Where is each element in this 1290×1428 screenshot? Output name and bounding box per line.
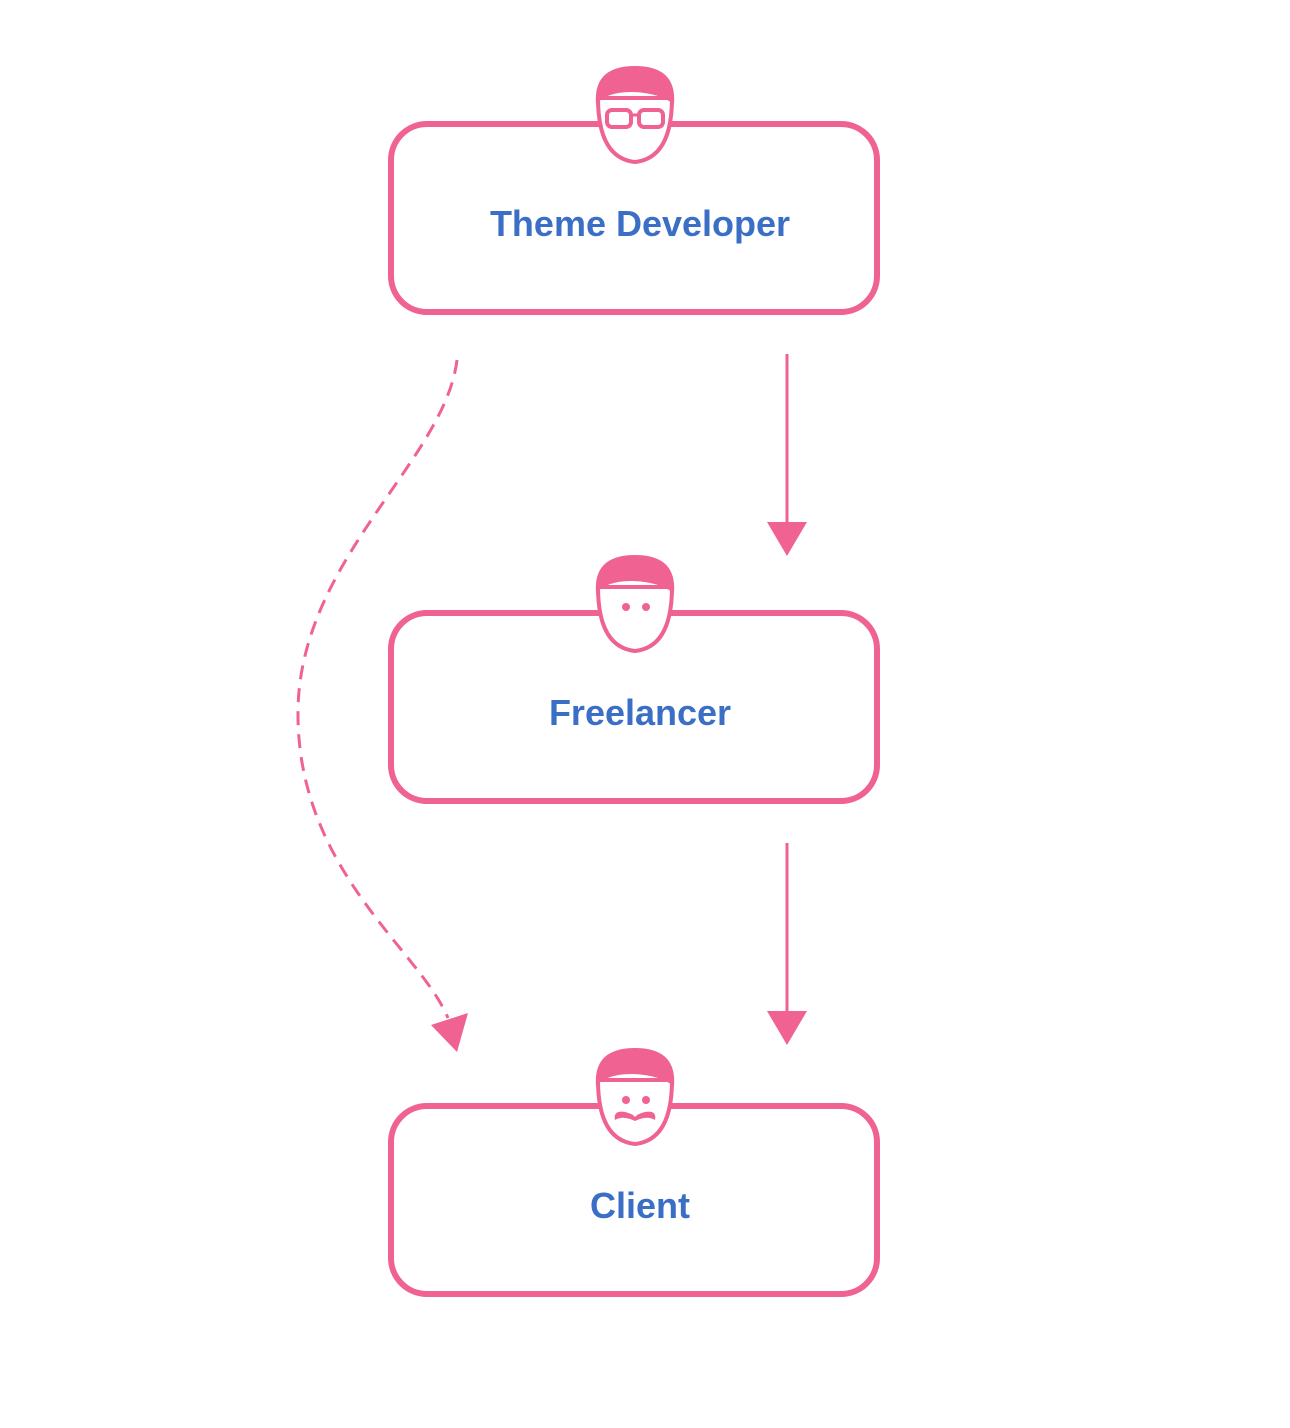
node-label: Theme Developer <box>490 203 790 244</box>
node-label: Client <box>590 1185 690 1226</box>
person-with-glasses-icon <box>595 66 675 165</box>
node-theme-developer: Theme Developer <box>388 66 880 315</box>
person-icon <box>595 555 675 654</box>
node-client: Client <box>388 1048 880 1297</box>
person-with-mustache-icon <box>595 1048 675 1147</box>
edge-theme-developer-to-freelancer <box>767 354 807 556</box>
arrowhead-icon <box>767 1011 807 1045</box>
edge-theme-developer-to-client-dashed <box>296 359 468 1052</box>
arrowhead-icon <box>431 1013 468 1052</box>
edge-freelancer-to-client <box>767 843 807 1045</box>
arrowhead-icon <box>767 522 807 556</box>
node-label: Freelancer <box>549 692 731 733</box>
node-freelancer: Freelancer <box>388 555 880 804</box>
dashed-edge-line <box>296 359 459 1019</box>
